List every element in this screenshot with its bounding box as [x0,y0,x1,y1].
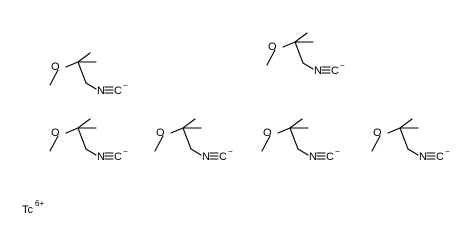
carbon-charge: − [335,147,340,156]
bond-line [170,127,184,134]
bond-line [182,118,196,129]
metal-symbol: Tc [22,204,34,216]
carbon-charge: − [123,81,128,90]
bond-line [399,127,409,150]
nitrogen-atom: N [309,151,317,163]
bond-line [182,127,192,150]
bond-line [77,61,87,84]
oxygen-atom: O [268,41,277,53]
isocyanide-carbon: C [436,151,444,163]
isocyanide-carbon: C [114,151,122,163]
bond-line [77,52,91,63]
nitrogen-atom: N [314,65,322,77]
carbon-charge: − [340,61,345,70]
bond-line [387,127,401,134]
nitrogen-atom: N [419,151,427,163]
carbon-charge: − [228,147,233,156]
bond-line [77,118,91,129]
bond-line [49,135,59,152]
carbon-charge: − [445,147,450,156]
oxygen-atom: O [373,127,382,139]
nitrogen-atom: N [202,151,210,163]
bond-line [289,118,303,129]
bond-line [154,135,164,152]
isocyanide-carbon: C [219,151,227,163]
oxygen-atom: O [263,127,272,139]
oxygen-atom: O [51,61,60,73]
bond-line [294,32,308,43]
bond-line [282,41,296,48]
nitrogen-atom: N [97,151,105,163]
bond-line [407,148,419,156]
bond-line [77,127,87,150]
bond-line [85,148,97,156]
bond-line [297,148,309,156]
oxygen-atom: O [51,127,60,139]
isocyanide-carbon: C [326,151,334,163]
nitrogen-atom: N [97,85,105,97]
metal-charge: 6+ [35,199,44,208]
bond-line [302,62,314,70]
bond-line [65,61,79,68]
isocyanide-carbon: C [331,65,339,77]
bond-line [261,135,271,152]
bond-line [399,118,413,129]
bond-line [371,135,381,152]
bond-line [266,49,276,66]
bond-line [65,127,79,134]
oxygen-atom: O [156,127,165,139]
carbon-charge: − [123,147,128,156]
bond-line [277,127,291,134]
isocyanide-carbon: C [114,85,122,97]
bond-line [85,82,97,90]
bond-line [294,41,304,64]
bond-line [49,69,59,86]
metal-ion: Tc 6+ [22,199,44,216]
bond-line [190,148,202,156]
bond-line [289,127,299,150]
